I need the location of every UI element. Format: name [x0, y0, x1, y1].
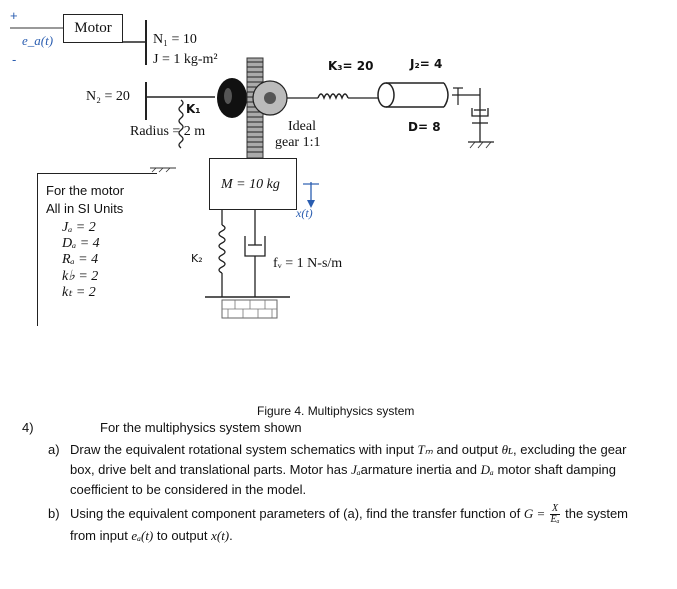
fv-label: fᵥ = 1 N-s/m — [273, 256, 343, 271]
ground-hatch-1 — [151, 167, 157, 173]
n2-label: N₂ = 20 — [86, 89, 130, 104]
x-arrow-head — [307, 200, 315, 208]
part-a-label: a) — [48, 442, 60, 457]
ground-hatch-3 — [165, 167, 171, 173]
j2-cylinder-left — [377, 82, 395, 108]
damper-hatch-2 — [477, 141, 484, 149]
k1-spring — [178, 99, 184, 149]
mass-block: M = 10 kg — [209, 158, 297, 210]
k2-spring — [218, 224, 226, 274]
part-b-text-1: Using the equivalent component parameter… — [70, 506, 524, 521]
j1-label: J = 1 kg-m² — [153, 52, 218, 67]
part-a-line-3: coefficient to be considered in the mode… — [70, 482, 307, 497]
question-number: 4) — [22, 420, 34, 435]
part-a-text-2: and output — [432, 442, 502, 457]
part-b-num: X — [550, 503, 560, 516]
params-heading-2: All in SI Units — [46, 201, 124, 216]
question-intro: For the multiphysics system shown — [100, 420, 302, 435]
ideal-gear-label-2: gear 1:1 — [275, 135, 321, 150]
source-label: e_a(t) — [22, 33, 54, 48]
motor-params-box — [37, 173, 157, 326]
part-a-line-1: Draw the equivalent rotational system sc… — [70, 440, 626, 460]
param-kb: k♭ = 2 — [62, 269, 99, 284]
part-b-den: Eₐ — [550, 514, 560, 526]
source-minus-sign: - — [12, 52, 17, 67]
part-b-line-2: from input eₐ(t) to output x(t). — [70, 526, 233, 546]
k3-label: K₃= 20 — [328, 59, 374, 73]
damper-hatch-3 — [485, 141, 492, 149]
source-plus-sign: + — [10, 8, 18, 23]
x-label: x(t) — [296, 206, 313, 220]
ground-hatch-2 — [158, 167, 164, 173]
k1-label: K₁ — [186, 102, 201, 116]
radius-label: Radius = 2 m — [130, 124, 206, 139]
part-b-text-5: . — [229, 528, 233, 543]
param-kt: kₜ = 2 — [62, 285, 96, 300]
ground-block-bricks — [222, 300, 277, 318]
figure-caption: Figure 4. Multiphysics system — [257, 404, 415, 418]
part-b-text-4: to output — [153, 528, 212, 543]
k3-spring — [317, 93, 349, 100]
part-a-theta: θʟ — [501, 442, 514, 457]
part-a-text-1: Draw the equivalent rotational system sc… — [70, 442, 418, 457]
part-a-text-6: motor shaft damping — [493, 462, 616, 477]
params-heading-1: For the motor — [46, 183, 125, 198]
part-a-text-3: , excluding the gear — [513, 442, 627, 457]
mass-label: M = 10 kg — [221, 177, 280, 192]
part-a-text-4: box, drive belt and translational parts.… — [70, 462, 352, 477]
part-b-text-2: the system — [561, 506, 628, 521]
part-a-text-5: armature inertia and — [360, 462, 481, 477]
motor-box: Motor — [63, 14, 123, 43]
j2-cylinder-right — [443, 82, 449, 108]
damper-hatch-1 — [469, 141, 476, 149]
part-a-ja: Jₐ — [351, 462, 361, 477]
part-b-line-1: Using the equivalent component parameter… — [70, 504, 628, 525]
param-ja: Jₐ = 2 — [62, 220, 96, 235]
j2-label: J₂= 4 — [410, 57, 443, 71]
damper-cup-top — [471, 108, 489, 117]
part-a-line-2: box, drive belt and translational parts.… — [70, 460, 616, 480]
param-ra: Rₐ = 4 — [62, 252, 99, 267]
ideal-gear-label-1: Ideal — [288, 119, 316, 134]
part-b-text-3: from input — [70, 528, 132, 543]
ideal-gear-hub — [264, 92, 276, 104]
part-b-g: G = — [523, 506, 549, 521]
d-label: D= 8 — [408, 120, 441, 134]
motor-label: Motor — [74, 20, 112, 36]
param-da: Dₐ = 4 — [62, 236, 100, 251]
part-b-x: x(t) — [211, 528, 230, 543]
part-a-tm: Tₘ — [417, 442, 433, 457]
part-b-ea: eₐ(t) — [131, 528, 154, 543]
pulley-drum — [217, 78, 247, 118]
n1-label: N₁ = 10 — [153, 32, 197, 47]
part-b-label: b) — [48, 506, 60, 521]
pulley-drum-highlight — [224, 88, 232, 104]
part-a-da: Dₐ — [480, 462, 494, 477]
k2-label: K₂ — [191, 252, 203, 265]
